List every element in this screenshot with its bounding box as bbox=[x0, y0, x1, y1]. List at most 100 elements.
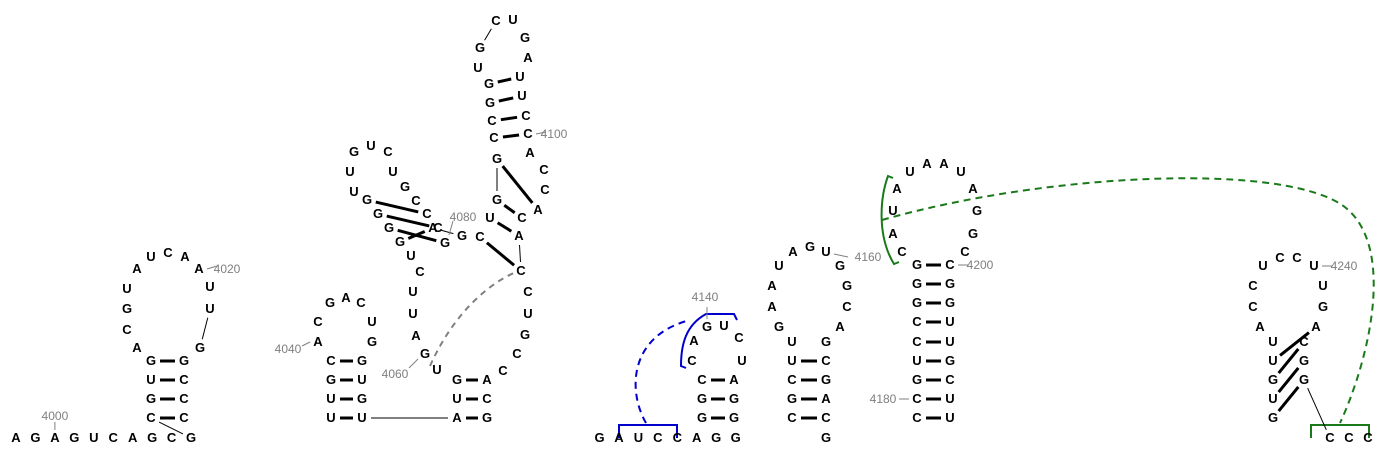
nucleotide-4027: C bbox=[179, 410, 189, 425]
nucleotide-4099: C bbox=[521, 108, 531, 123]
nucleotide-4152: U bbox=[787, 353, 796, 368]
nucleotide-4002: U bbox=[89, 430, 98, 445]
pseudoknot-annotations bbox=[429, 174, 1375, 438]
nucleotide-4057: U bbox=[452, 391, 461, 406]
nucleotide-4100: C bbox=[523, 126, 533, 141]
backbone-segment bbox=[484, 28, 492, 41]
nucleotide-4068: G bbox=[373, 206, 383, 221]
nucleotide-4182: U bbox=[912, 353, 921, 368]
nucleotide-4140: G bbox=[702, 319, 712, 334]
nucleotide-4199: C bbox=[960, 244, 970, 259]
nucleotide-4012: A bbox=[132, 340, 142, 355]
nucleotide-4157: U bbox=[774, 258, 783, 273]
nucleotide-4077: C bbox=[411, 193, 421, 208]
nucleotide-4162: G bbox=[842, 278, 852, 293]
nucleotide-4241: U bbox=[1318, 278, 1327, 293]
base-pair-4232-4243 bbox=[1279, 331, 1310, 357]
position-label-4080: 4080 bbox=[450, 210, 477, 224]
nucleotide-4146: G bbox=[729, 410, 739, 425]
position-label-4000: 4000 bbox=[42, 409, 69, 423]
nucleotide-4188: C bbox=[897, 244, 907, 259]
nucleotide-4019: A bbox=[180, 249, 190, 264]
nucleotide-4156: A bbox=[767, 278, 777, 293]
position-numbering: 4000402040404060408041004120414041604180… bbox=[42, 127, 1358, 430]
nucleotide-4208: U bbox=[945, 410, 954, 425]
nucleotide-4087: C bbox=[489, 130, 499, 145]
nucleotide-4204: U bbox=[945, 334, 954, 349]
nucleotide-4109: U bbox=[523, 306, 532, 321]
nucleotide-4094: U bbox=[508, 12, 517, 27]
nucleotide-4101: A bbox=[525, 145, 535, 160]
nucleotide-4195: U bbox=[956, 164, 965, 179]
nucleotide-4144: A bbox=[729, 372, 739, 387]
base-pair-4085-4105 bbox=[503, 204, 516, 214]
nucleotide-4007: G bbox=[186, 430, 196, 445]
nucleotide-4040: A bbox=[313, 334, 323, 349]
nucleotide-4151: C bbox=[787, 372, 797, 387]
base-pair-4088-4099 bbox=[500, 115, 518, 122]
nucleotide-4167: G bbox=[821, 372, 831, 387]
base-pair-4090-4097 bbox=[497, 77, 512, 84]
nucleotide-4168: A bbox=[821, 391, 831, 406]
nucleotide-4179: C bbox=[912, 410, 922, 425]
nucleotide-4164: A bbox=[835, 319, 845, 334]
nucleotide-4106: A bbox=[514, 228, 524, 243]
nucleotide-4034: G bbox=[711, 430, 721, 445]
nucleotide-4110: G bbox=[520, 327, 530, 342]
nucleotide-4111: C bbox=[512, 346, 522, 361]
nucleotide-4018: C bbox=[163, 245, 173, 260]
base-pair-4231-4244 bbox=[1277, 348, 1300, 374]
nucleotide-4060: G bbox=[420, 346, 430, 361]
position-label-4240: 4240 bbox=[1331, 259, 1358, 273]
nucleotide-4184: C bbox=[912, 314, 922, 329]
nucleotide-4183: C bbox=[912, 334, 922, 349]
nucleotide-4242: G bbox=[1318, 299, 1328, 314]
nucleotide-4064: C bbox=[415, 264, 425, 279]
nucleotide-4020: A bbox=[194, 261, 204, 276]
nucleotide-4203: U bbox=[945, 314, 954, 329]
nucleotide-4042: G bbox=[325, 295, 335, 310]
nucleotide-4013: C bbox=[122, 322, 132, 337]
nucleotide-4041: C bbox=[313, 314, 323, 329]
base-pair-4068-4079 bbox=[386, 214, 430, 228]
nucleotide-4108: C bbox=[523, 284, 533, 299]
base-pair-4089-4098 bbox=[498, 96, 514, 103]
nucleotide-4248: C bbox=[1344, 430, 1354, 445]
nucleotide-4139: A bbox=[689, 333, 699, 348]
pseudoknot-2-bracket-right bbox=[1310, 424, 1370, 438]
nucleotide-4073: U bbox=[366, 138, 375, 153]
nucleotide-4137: C bbox=[697, 372, 707, 387]
nucleotide-4234: A bbox=[1255, 319, 1265, 334]
nucleotide-4005: G bbox=[147, 430, 157, 445]
position-tick-4100 bbox=[535, 131, 547, 135]
backbone-segment bbox=[158, 421, 184, 435]
nucleotide-4143: U bbox=[737, 353, 746, 368]
nucleotide-4200: C bbox=[945, 257, 955, 272]
nucleotide-4093: C bbox=[491, 13, 501, 28]
nucleotide-4032: C bbox=[673, 430, 683, 445]
nucleotide-4142: C bbox=[734, 330, 744, 345]
position-label-4160: 4160 bbox=[855, 250, 882, 264]
backbone-segment bbox=[519, 244, 521, 263]
nucleotide-4089: G bbox=[485, 95, 495, 110]
nucleotide-4231: G bbox=[1268, 372, 1278, 387]
nucleotide-4046: G bbox=[367, 334, 377, 349]
nucleotide-4192: U bbox=[905, 164, 914, 179]
position-label-4060: 4060 bbox=[382, 367, 409, 381]
nucleotide-4047: G bbox=[357, 353, 367, 368]
nucleotide-4026: C bbox=[179, 391, 189, 406]
nucleotide-4063: U bbox=[408, 284, 417, 299]
nucleotide-4010: U bbox=[146, 372, 155, 387]
nucleotide-3998: A bbox=[11, 430, 21, 445]
nucleotide-4201: G bbox=[945, 276, 955, 291]
backbone-segment bbox=[201, 317, 209, 340]
nucleotide-4056: A bbox=[452, 410, 462, 425]
position-tick-4080 bbox=[448, 220, 454, 236]
nucleotide-4163: C bbox=[842, 299, 852, 314]
nucleotide-4023: G bbox=[195, 340, 205, 355]
nucleotide-4088: C bbox=[487, 113, 497, 128]
position-label-4040: 4040 bbox=[275, 342, 302, 356]
nucleotide-4154: G bbox=[774, 319, 784, 334]
nucleotide-4243: A bbox=[1311, 319, 1321, 334]
position-label-4020: 4020 bbox=[214, 262, 241, 276]
